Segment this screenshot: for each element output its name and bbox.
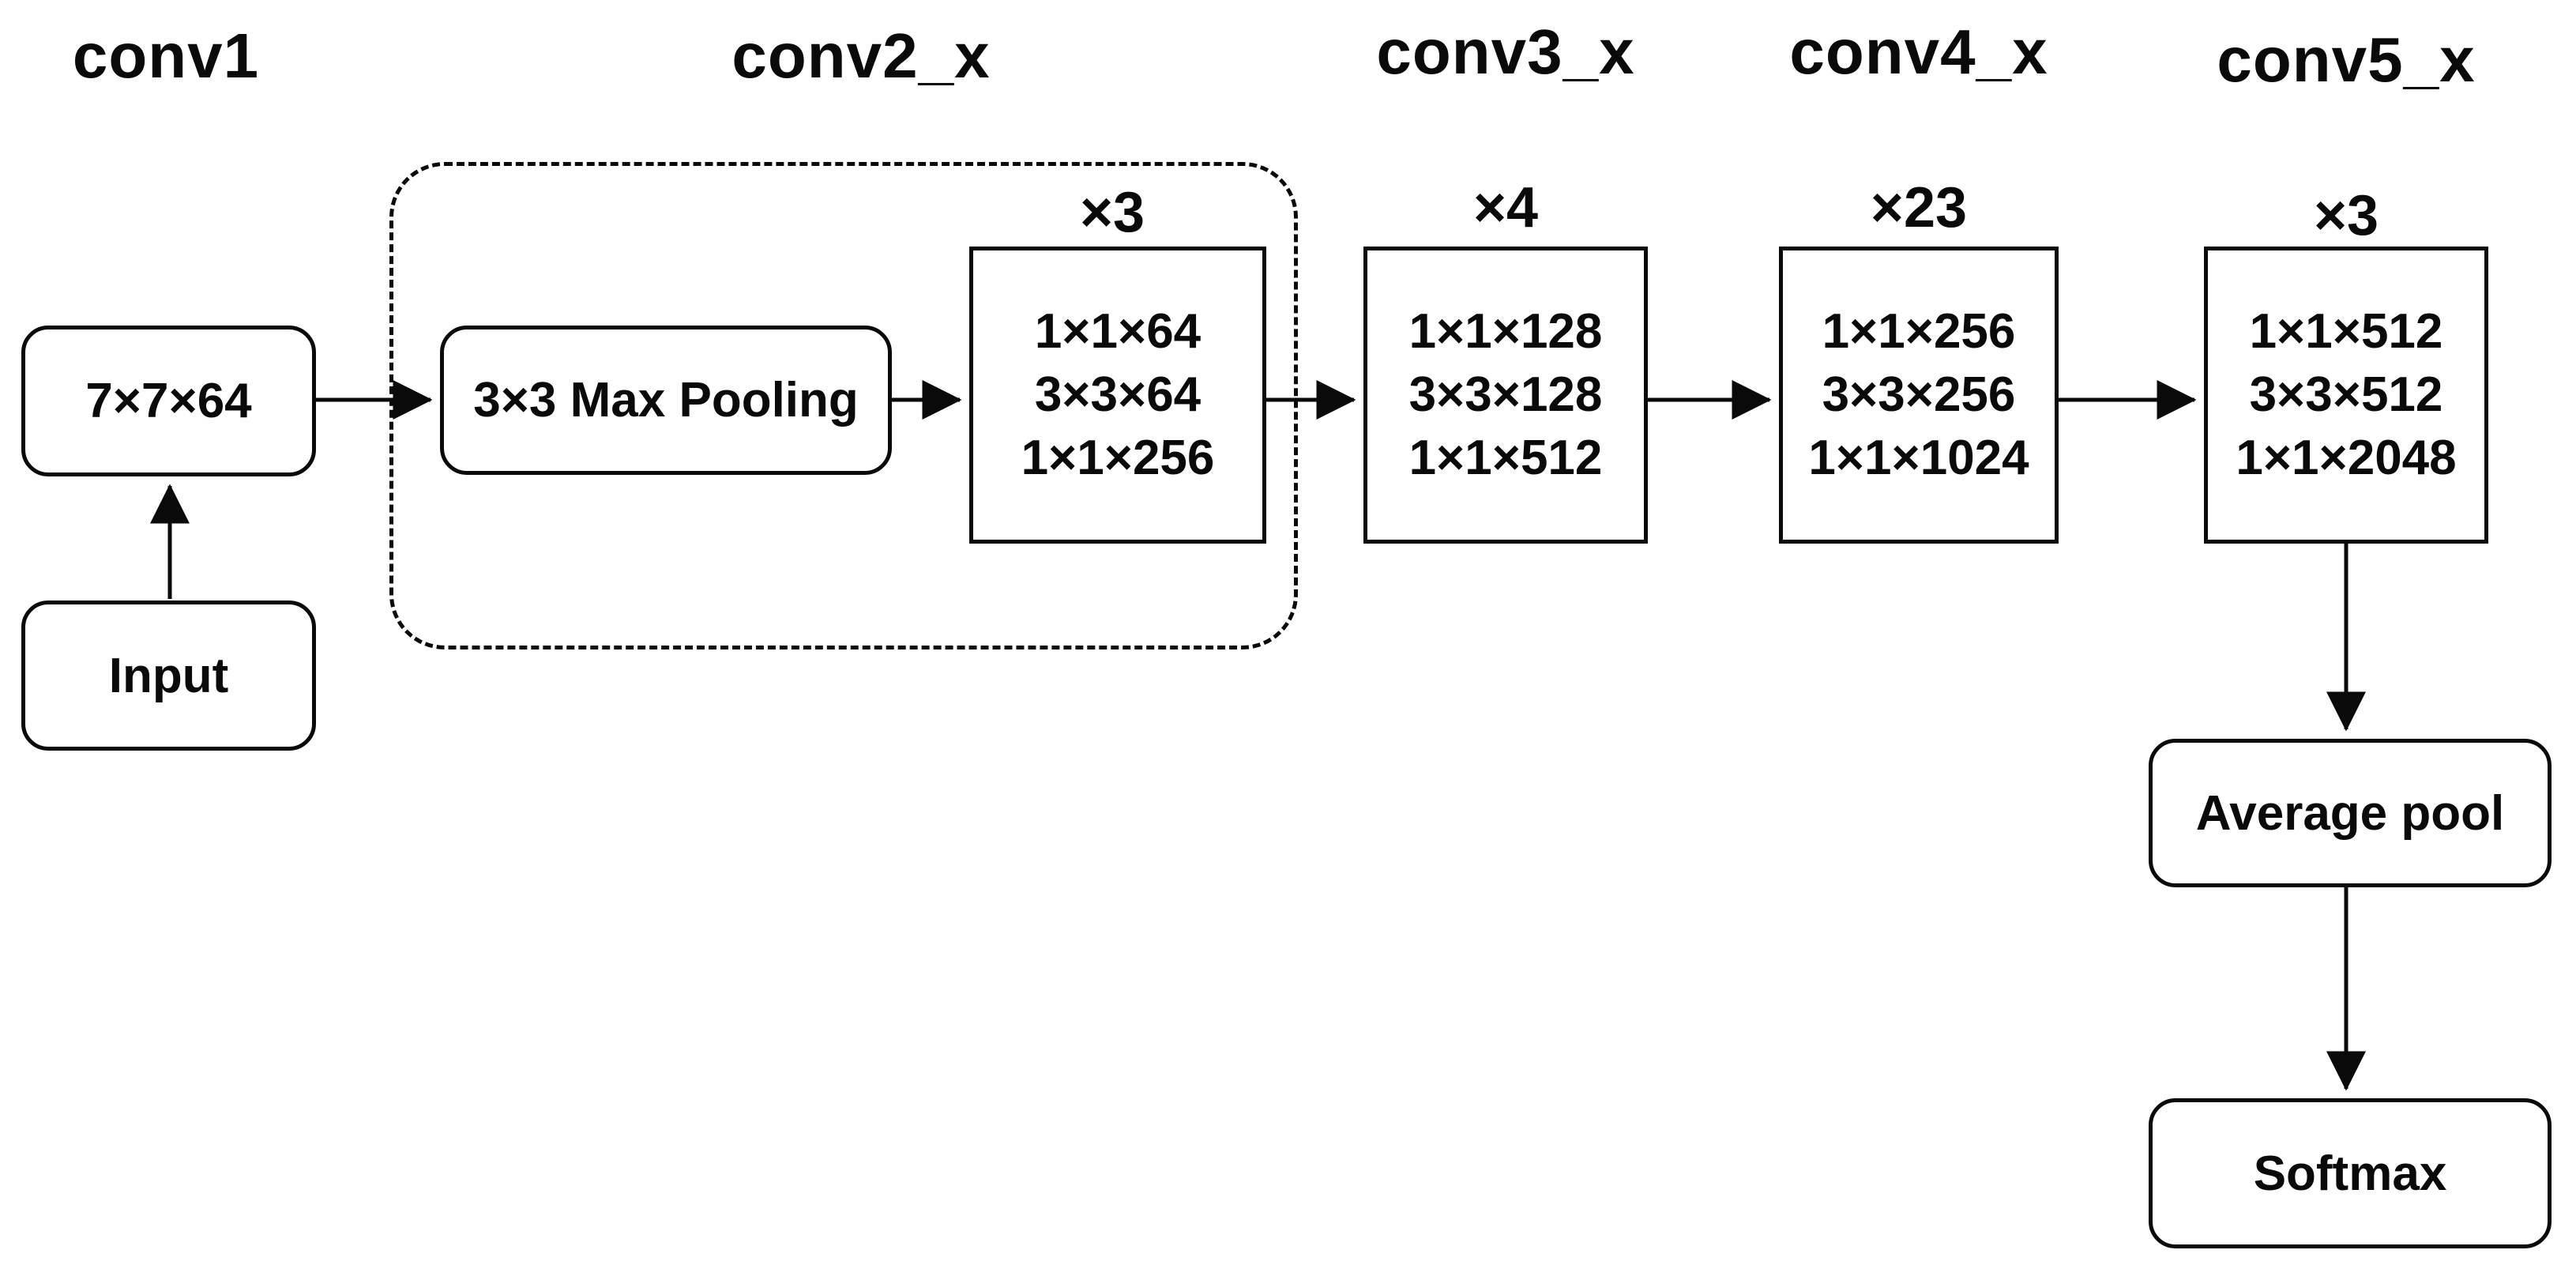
conv1-node: 7×7×64 [21, 326, 316, 476]
stage-label-conv1: conv1 [72, 21, 260, 91]
stage-label-conv4x: conv4_x [1789, 17, 2048, 87]
conv4-block-multiplier: ×23 [1870, 176, 1968, 239]
conv4-block-line-1: 1×1×256 [1822, 304, 2016, 359]
conv1-node-label: 7×7×64 [85, 374, 252, 428]
conv3-block-line-1: 1×1×128 [1408, 304, 1603, 359]
conv2-block-line-2: 3×3×64 [1034, 367, 1202, 422]
conv5-block-multiplier: ×3 [2313, 184, 2379, 247]
conv3-residual-block: 1×1×128 3×3×128 1×1×512 [1363, 247, 1648, 544]
max-pooling-node-label: 3×3 Max Pooling [473, 373, 859, 427]
conv3-block-multiplier: ×4 [1472, 176, 1539, 239]
input-node-label: Input [108, 648, 229, 703]
conv5-residual-block: 1×1×512 3×3×512 1×1×2048 [2204, 247, 2488, 544]
conv2-block-multiplier: ×3 [1079, 181, 1145, 244]
conv2-block-line-3: 1×1×256 [1021, 431, 1215, 485]
conv3-block-line-3: 1×1×512 [1408, 431, 1603, 485]
softmax-node: Softmax [2149, 1098, 2552, 1248]
conv2-stage-dashed-group [389, 162, 1298, 649]
average-pool-node-label: Average pool [2195, 785, 2505, 841]
stage-label-conv5x: conv5_x [2217, 24, 2476, 95]
conv3-block-line-2: 3×3×128 [1408, 367, 1603, 422]
conv4-block-line-3: 1×1×1024 [1808, 431, 2029, 485]
conv4-block-line-2: 3×3×256 [1822, 367, 2016, 422]
stage-label-conv3x: conv3_x [1376, 17, 1635, 87]
input-node: Input [21, 600, 316, 751]
stage-label-conv2x: conv2_x [731, 21, 991, 91]
conv5-block-line-2: 3×3×512 [2249, 367, 2443, 422]
softmax-node-label: Softmax [2253, 1146, 2447, 1201]
conv5-block-line-3: 1×1×2048 [2236, 431, 2457, 485]
conv4-residual-block: 1×1×256 3×3×256 1×1×1024 [1779, 247, 2059, 544]
average-pool-node: Average pool [2149, 739, 2552, 887]
max-pooling-node: 3×3 Max Pooling [440, 326, 892, 475]
conv5-block-line-1: 1×1×512 [2249, 304, 2443, 359]
conv2-residual-block: 1×1×64 3×3×64 1×1×256 [969, 247, 1266, 544]
conv2-block-line-1: 1×1×64 [1034, 304, 1202, 359]
